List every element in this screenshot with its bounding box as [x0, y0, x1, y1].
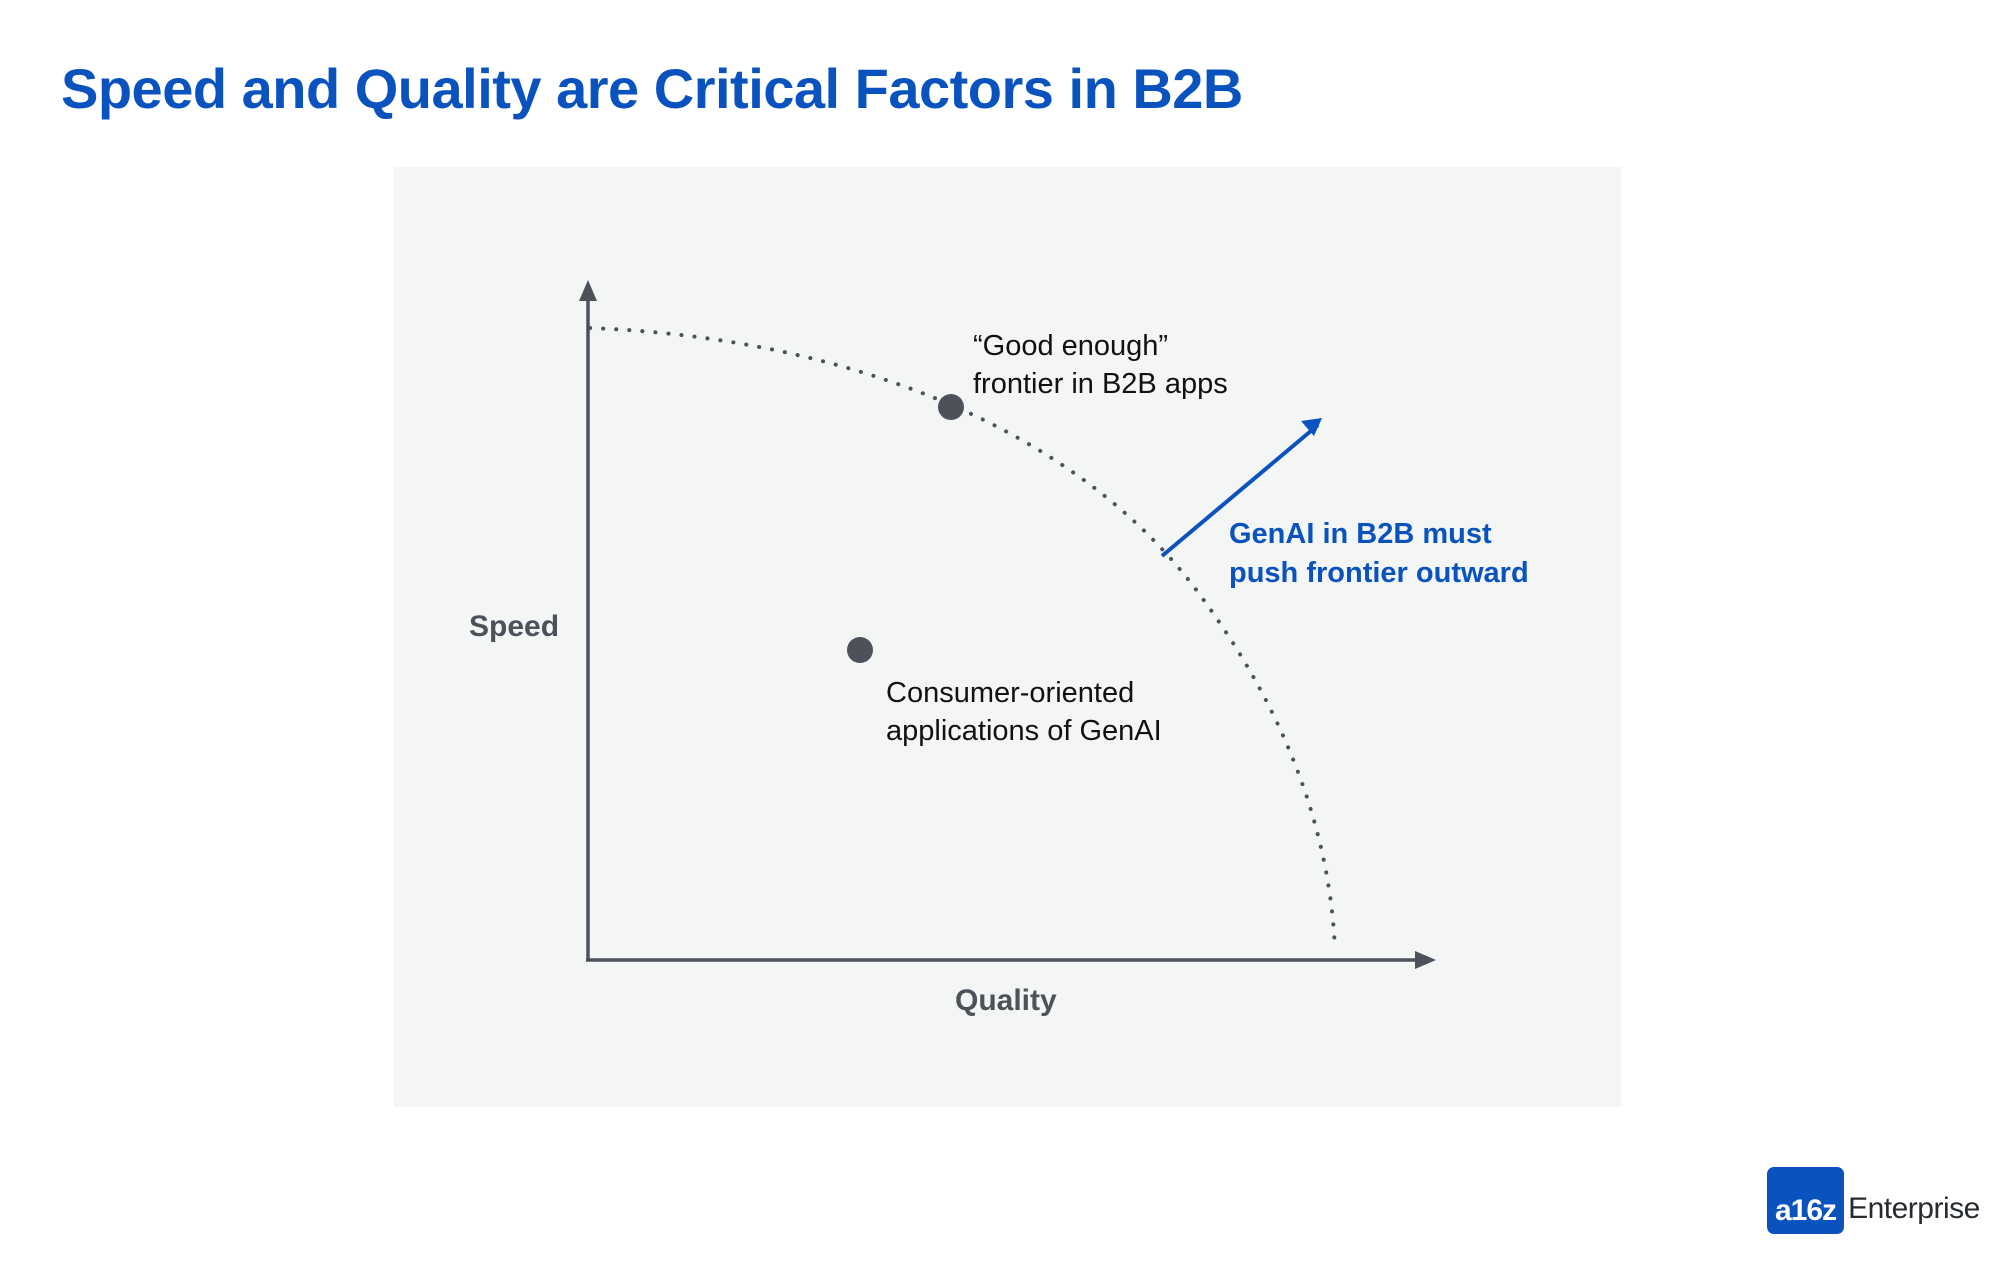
- push-outward-arrow: [1160, 423, 1320, 558]
- a16z-enterprise-logo: a16z Enterprise: [1767, 1167, 1980, 1234]
- x-axis-arrowhead: [1415, 951, 1436, 969]
- callout-line-1: GenAI in B2B must: [1229, 518, 1492, 550]
- consumer-genai-annotation: Consumer-oriented applications of GenAI: [886, 674, 1162, 750]
- consumer-genai-line-1: Consumer-oriented: [886, 677, 1135, 709]
- y-axis-arrowhead: [579, 280, 597, 301]
- enterprise-wordmark: Enterprise: [1848, 1191, 1980, 1225]
- consumer-genai-line-2: applications of GenAI: [886, 715, 1162, 747]
- x-axis-label: Quality: [955, 984, 1057, 1017]
- diagram-panel: [394, 167, 1621, 1107]
- good-enough-line-2: frontier in B2B apps: [973, 368, 1228, 400]
- push-outward-arrowhead: [1301, 418, 1322, 436]
- good-enough-line-1: “Good enough”: [973, 330, 1169, 362]
- consumer-genai-point: [847, 637, 873, 663]
- callout-line-2: push frontier outward: [1229, 557, 1529, 589]
- a16z-logo-text: a16z: [1775, 1194, 1837, 1227]
- a16z-logo-mark: a16z: [1767, 1167, 1845, 1234]
- page-title: Speed and Quality are Critical Factors i…: [61, 57, 1243, 120]
- frontier-curve: [588, 326, 1337, 952]
- good-enough-annotation: “Good enough” frontier in B2B apps: [973, 327, 1228, 403]
- y-axis-label: Speed: [469, 610, 560, 643]
- good-enough-point: [938, 394, 964, 420]
- push-frontier-callout: GenAI in B2B must push frontier outward: [1229, 515, 1529, 593]
